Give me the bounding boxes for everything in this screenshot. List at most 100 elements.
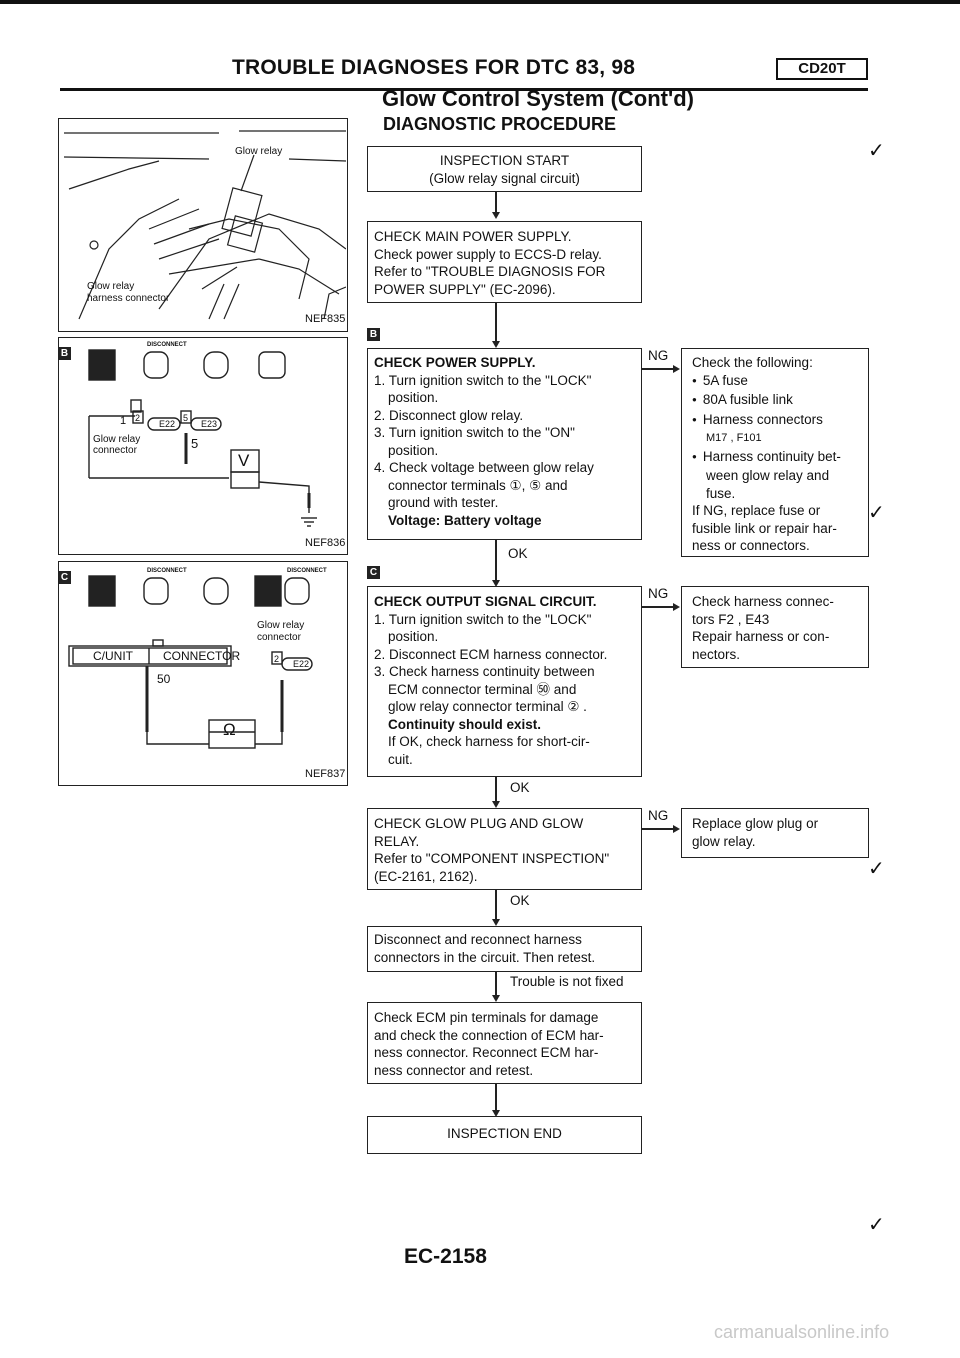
figure-code: NEF837 <box>305 768 346 780</box>
check-ecm-box: Check ECM pin terminals for damage and c… <box>367 1002 642 1084</box>
flow-arrow <box>492 212 500 219</box>
cunit-label: C/UNIT <box>93 649 133 663</box>
power-step-4c: ground with tester. <box>388 495 499 510</box>
section-marker-c: C <box>58 571 71 584</box>
corner-mark: ✓ <box>868 1214 885 1236</box>
engine-badge: CD20T <box>776 58 868 80</box>
power-title: CHECK POWER SUPPLY. <box>374 355 536 370</box>
glow-ng-line-2: glow relay. <box>692 833 756 849</box>
top-edge-rule <box>0 0 960 4</box>
figure-output-signal-check: C DISCONNECT DISCONNECT Glow relay conne… <box>58 561 348 786</box>
power-ng-bullet-2: 80A fusible link <box>692 391 868 411</box>
start-line-2: (Glow relay signal circuit) <box>429 170 580 186</box>
section-marker-b: B <box>58 347 71 360</box>
inspection-end-box: INSPECTION END <box>367 1116 642 1154</box>
main-power-line-4: POWER SUPPLY" (EC-2096). <box>374 281 556 297</box>
relay-label-2: connector <box>93 445 137 456</box>
voltage-check-drawing <box>88 349 317 527</box>
main-power-line-3: Refer to "TROUBLE DIAGNOSIS FOR <box>374 264 606 279</box>
power-step-4a: 4. Check voltage between glow relay <box>374 460 594 475</box>
power-ng-label: NG <box>648 348 669 363</box>
power-ng-note-1: If NG, replace fuse or <box>692 503 821 518</box>
power-ng-bullet-3: Harness connectors <box>692 411 868 431</box>
relay-connector-label-2: connector <box>257 632 301 643</box>
glow-line-1: CHECK GLOW PLUG AND GLOW <box>374 816 584 831</box>
page-title: TROUBLE DIAGNOSES FOR DTC 83, 98 <box>232 56 636 79</box>
connector-e23-label: E23 <box>201 419 218 429</box>
glow-ng-box: Replace glow plug or glow relay. <box>681 808 869 858</box>
flow-arrow <box>492 580 500 587</box>
output-result: Continuity should exist. <box>388 716 542 732</box>
power-ng-arrow <box>673 365 680 373</box>
ecm-line-2: and check the connection of ECM har- <box>374 1027 604 1043</box>
relay-label-1: Glow relay <box>93 434 141 445</box>
output-note-1: If OK, check harness for short-cir- <box>388 734 590 749</box>
flow-connector <box>495 972 497 997</box>
flow-arrow <box>492 919 500 926</box>
connector-word-label: CONNECTOR <box>163 649 241 663</box>
output-note-2: cuit. <box>388 751 413 767</box>
connector-pin-5-box: 5 <box>183 413 189 423</box>
figure-power-supply-check: B DISCONNECT 1 2 E22 5 E23 Glo <box>58 337 348 555</box>
power-ng-box: Check the following: 5A fuse 80A fusible… <box>681 348 869 557</box>
glow-ok-label: OK <box>510 893 530 908</box>
inspection-start-box: INSPECTION START (Glow relay signal circ… <box>367 146 642 192</box>
glow-ng-line-1: Replace glow plug or <box>692 816 819 831</box>
disconnect-label: DISCONNECT <box>147 342 187 348</box>
output-step-3a: 3. Check harness continuity between <box>374 664 595 679</box>
glow-relay-label: Glow relay <box>235 146 283 157</box>
check-output-signal-box: CHECK OUTPUT SIGNAL CIRCUIT. 1. Turn ign… <box>367 586 642 777</box>
pin-2-label: 2 <box>135 413 141 423</box>
power-ng-bullet-4a: Harness continuity bet- <box>692 448 868 468</box>
power-ng-bullet-1: 5A fuse <box>692 372 868 392</box>
output-ng-line-1: Check harness connec- <box>692 594 834 609</box>
output-ng-line-4: nectors. <box>692 646 741 662</box>
glow-line-4: (EC-2161, 2162). <box>374 868 478 884</box>
output-ng-box: Check harness connec- tors F2 , E43 Repa… <box>681 586 869 668</box>
main-power-line-2: Check power supply to ECCS-D relay. <box>374 246 602 262</box>
figure-glow-relay-location: Glow relay Glow relay harness connector … <box>58 118 348 332</box>
flow-marker-c: C <box>367 566 380 579</box>
output-title: CHECK OUTPUT SIGNAL CIRCUIT. <box>374 594 597 609</box>
power-step-3b: position. <box>388 442 439 458</box>
title-rule <box>60 88 868 91</box>
end-label: INSPECTION END <box>447 1126 562 1141</box>
power-step-1b: position. <box>388 390 439 405</box>
corner-mark: ✓ <box>868 502 885 524</box>
flow-connector <box>495 540 497 582</box>
output-step-2: 2. Disconnect ECM harness connector. <box>374 646 608 662</box>
flow-marker-b: B <box>367 328 380 341</box>
output-ng-label: NG <box>648 586 669 601</box>
output-ng-line-2: tors F2 , E43 <box>692 611 770 627</box>
flow-arrow <box>492 801 500 808</box>
output-ok-label: OK <box>510 780 530 795</box>
flow-arrow <box>492 1110 500 1117</box>
check-glow-plug-box: CHECK GLOW PLUG AND GLOW RELAY. Refer to… <box>367 808 642 890</box>
check-main-power-box: CHECK MAIN POWER SUPPLY. Check power sup… <box>367 221 642 303</box>
flow-connector <box>495 777 497 803</box>
trouble-not-fixed-label: Trouble is not fixed <box>510 974 624 989</box>
connector-e22-label: E22 <box>159 419 176 429</box>
reconnect-box: Disconnect and reconnect harness connect… <box>367 926 642 972</box>
glow-ng-label: NG <box>648 808 669 823</box>
power-ng-bullet-4b: ween glow relay and <box>706 468 830 483</box>
power-ng-title: Check the following: <box>692 355 813 370</box>
output-ng-line <box>642 606 674 608</box>
power-ng-bullet-4c: fuse. <box>706 485 736 501</box>
power-step-2: 2. Disconnect glow relay. <box>374 407 524 423</box>
glow-ng-arrow <box>673 825 680 833</box>
subtitle: Glow Control System (Cont'd) <box>382 86 694 111</box>
flow-connector <box>495 303 497 343</box>
flow-arrow <box>492 995 500 1002</box>
glow-line-2: RELAY. <box>374 833 420 849</box>
check-power-supply-box: CHECK POWER SUPPLY. 1. Turn ignition swi… <box>367 348 642 540</box>
power-ng-line <box>642 368 674 370</box>
power-step-1a: 1. Turn ignition switch to the "LOCK" <box>374 372 592 388</box>
power-ng-note-2: fusible link or repair har- <box>692 520 837 536</box>
relay-connector-label-1: Glow relay <box>257 620 305 631</box>
disconnect-label-1: DISCONNECT <box>147 568 187 574</box>
connector-e22-label: E22 <box>293 659 310 669</box>
section-heading: DIAGNOSTIC PROCEDURE <box>383 114 617 134</box>
ecm-line-1: Check ECM pin terminals for damage <box>374 1010 599 1025</box>
output-ng-arrow <box>673 603 680 611</box>
